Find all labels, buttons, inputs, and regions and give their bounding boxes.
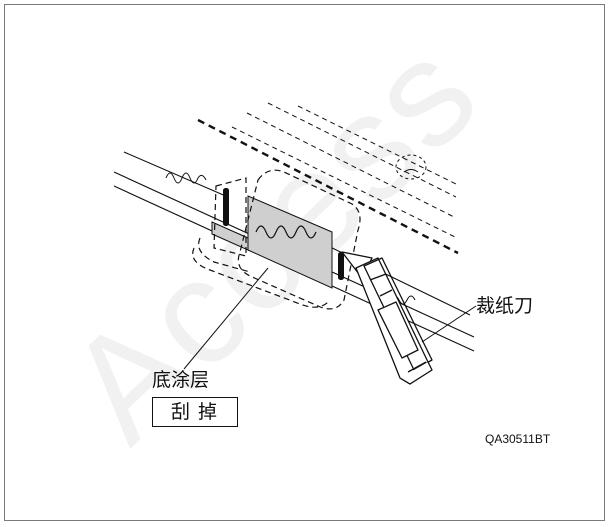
figure-code: QA30511BT [485,432,551,446]
utility-knife-icon [341,251,433,385]
dashed-detail-circle [395,154,427,180]
dashed-rails [197,102,459,255]
scrape-dashed-outline [192,169,361,310]
label-scrape-off-boxed: 刮掉 [152,397,238,427]
label-undercoat: 底涂层 [152,369,210,391]
leader-lines [183,267,477,370]
label-utility-knife: 裁纸刀 [476,295,534,317]
rubber-stopper-icon [223,188,344,280]
scraped-area-icon [211,195,333,289]
figure-frame [4,4,605,521]
